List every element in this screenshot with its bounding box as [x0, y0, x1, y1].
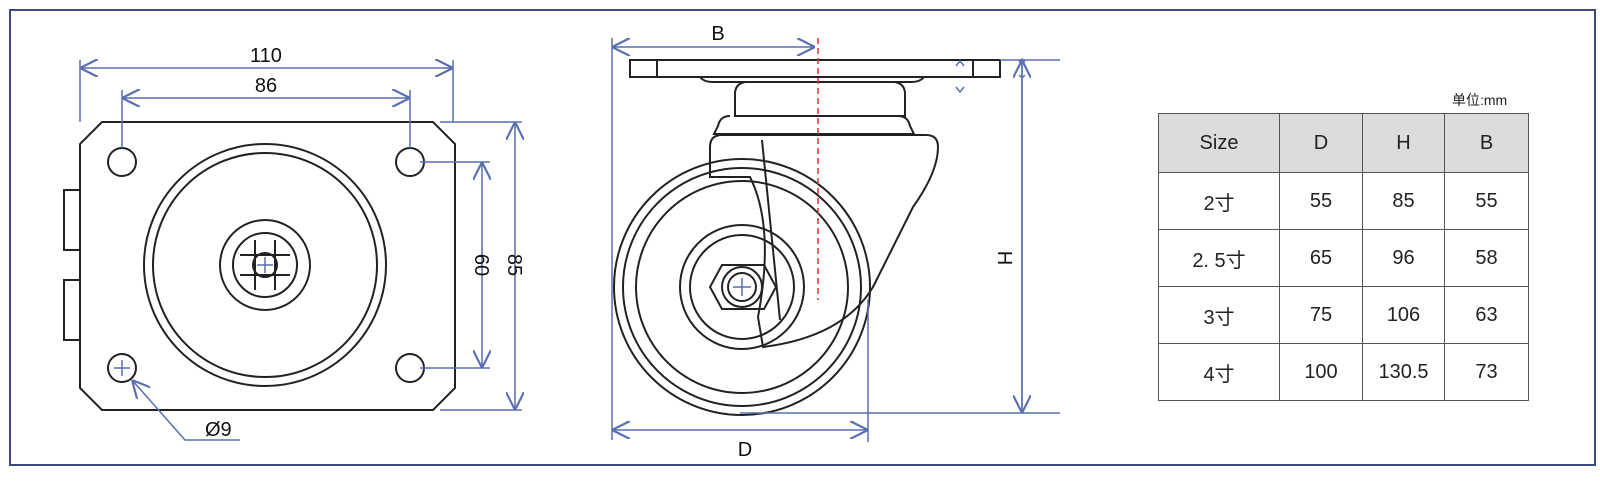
dim-60-label: 60 [470, 254, 492, 276]
dim-85-label: 85 [503, 254, 525, 276]
cell-b: 55 [1444, 172, 1529, 230]
dim-b-label: B [711, 23, 724, 45]
header-d: D [1279, 113, 1363, 173]
top-view: 110 86 60 85 Ø9 [63, 45, 525, 441]
frame-border [9, 9, 1596, 466]
table-row: 2寸 55 85 55 [1158, 172, 1529, 230]
dim-110-label: 110 [250, 45, 282, 67]
table-header-row: Size D H B [1158, 113, 1529, 173]
table-row: 2. 5寸 65 96 58 [1158, 229, 1529, 287]
header-size: Size [1158, 113, 1280, 173]
dim-d-label: D [738, 439, 752, 461]
table-row: 3寸 75 106 63 [1158, 286, 1529, 344]
dim-86-label: 86 [255, 75, 277, 97]
cell-d: 100 [1279, 343, 1363, 401]
cell-b: 58 [1444, 229, 1529, 287]
cell-size: 2寸 [1158, 172, 1280, 230]
spec-table: Size D H B 2寸 55 85 55 2. 5寸 65 96 58 3寸… [1158, 113, 1529, 401]
cell-h: 85 [1362, 172, 1445, 230]
cell-h: 96 [1362, 229, 1445, 287]
hole-diameter-label: Ø9 [205, 419, 232, 441]
dim-h-label: H [993, 251, 1015, 265]
cell-size: 4寸 [1158, 343, 1280, 401]
cell-b: 73 [1444, 343, 1529, 401]
cell-d: 65 [1279, 229, 1363, 287]
cell-d: 75 [1279, 286, 1363, 344]
header-h: H [1362, 113, 1445, 173]
bolt-holes [107, 147, 425, 383]
header-b: B [1444, 113, 1529, 173]
cell-b: 63 [1444, 286, 1529, 344]
cell-d: 55 [1279, 172, 1363, 230]
mounting-plate [79, 121, 456, 411]
cell-h: 130.5 [1362, 343, 1445, 401]
table-row: 4寸 100 130.5 73 [1158, 343, 1529, 401]
unit-label: 单位:mm [1452, 92, 1508, 108]
cell-h: 106 [1362, 286, 1445, 344]
side-view: B D H [611, 23, 1060, 461]
cell-size: 2. 5寸 [1158, 229, 1280, 287]
cell-size: 3寸 [1158, 286, 1280, 344]
